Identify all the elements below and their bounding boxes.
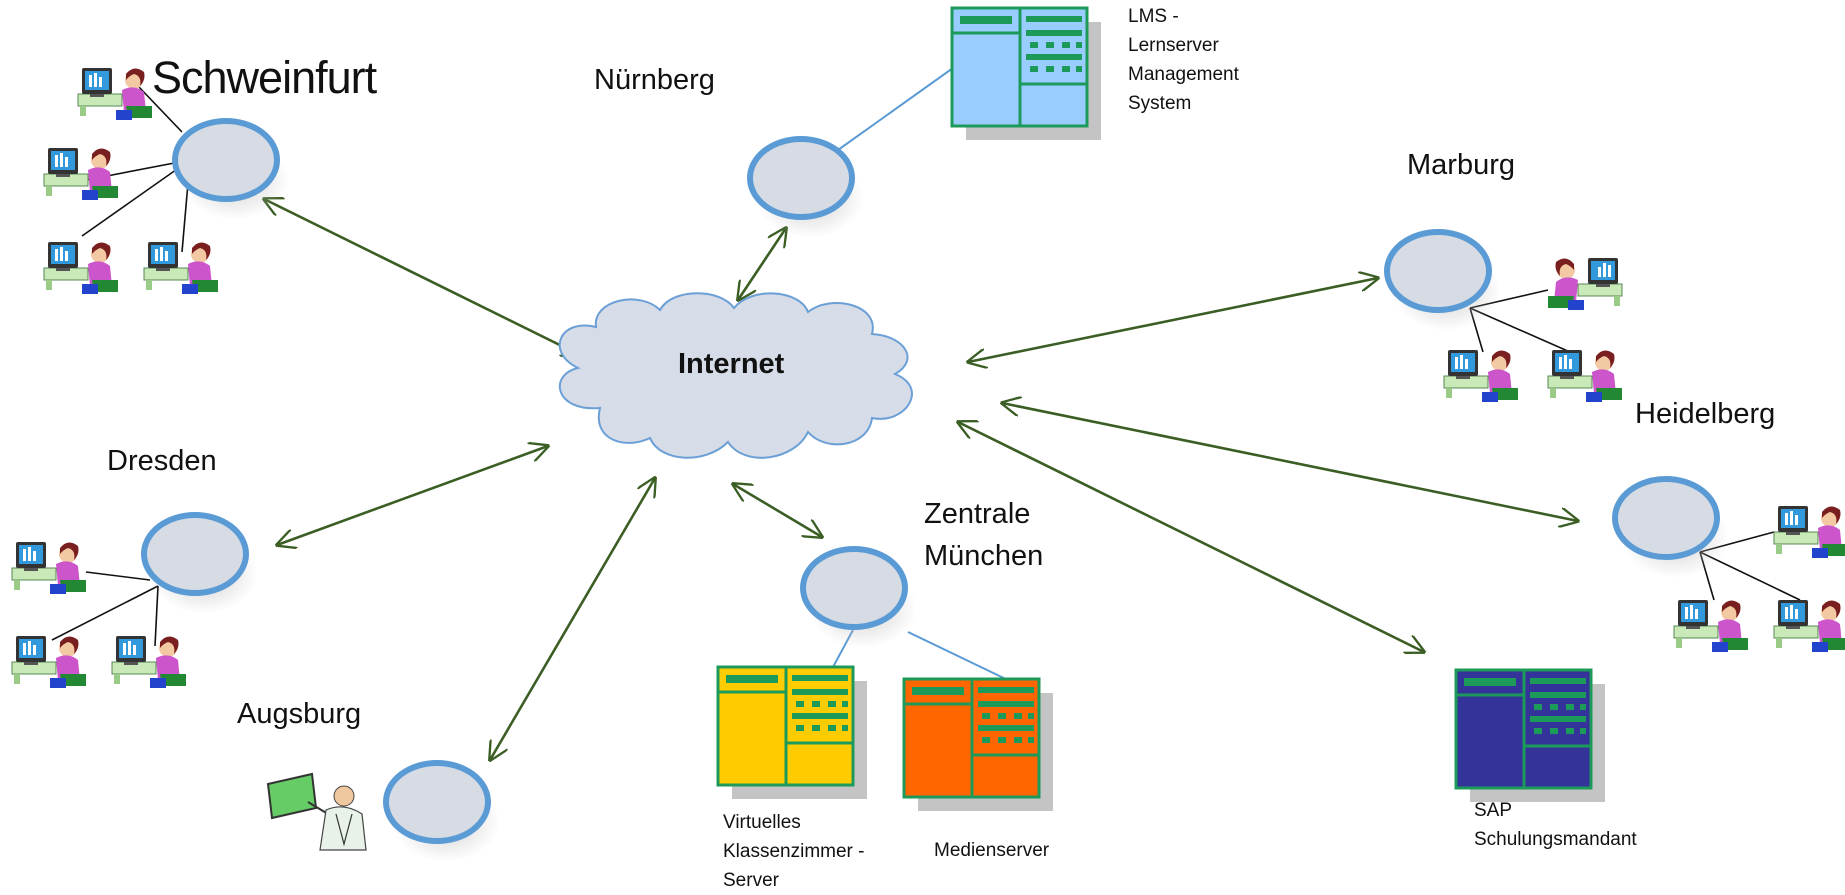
server-media (902, 677, 1053, 811)
user-at-computer-icon (11, 541, 87, 595)
city-label-zentrale: Zentrale München (924, 498, 1044, 572)
city-label-schweinfurt: Schweinfurt (152, 52, 377, 103)
user-at-computer-icon (1443, 349, 1519, 403)
user-at-computer-icon (77, 67, 153, 121)
user-at-computer-icon (1773, 505, 1845, 559)
user-at-computer-icon (111, 635, 187, 689)
user-at-computer-icon (1547, 349, 1623, 403)
user-at-computer-icon (143, 241, 219, 295)
city-label-heidelberg: Heidelberg (1635, 398, 1776, 430)
user-at-computer-icon (43, 147, 119, 201)
user-icons (11, 67, 1845, 689)
server-virtual-classroom (716, 665, 867, 799)
server-label-sap: SAP Schulungsmandant (1474, 800, 1637, 850)
server-lms (950, 6, 1101, 140)
user-at-computer-icon (1547, 257, 1623, 311)
server-label-lms: LMS - Lernserver Management System (1128, 6, 1239, 114)
internet-cloud (558, 292, 913, 459)
teacher-presenting-icon (266, 772, 367, 851)
server-label-virtual: Virtuelles Klassenzimmer - Server (723, 812, 865, 891)
city-label-marburg: Marburg (1407, 149, 1515, 181)
user-at-computer-icon (1673, 599, 1749, 653)
server-label-media: Medienserver (934, 840, 1050, 861)
server-sap (1454, 668, 1605, 802)
user-at-computer-icon (11, 635, 87, 689)
city-label-augsburg: Augsburg (237, 698, 362, 730)
node-ellipses (141, 118, 1729, 862)
city-label-dresden: Dresden (107, 445, 217, 477)
user-at-computer-icon (1773, 599, 1845, 653)
user-at-computer-icon (43, 241, 119, 295)
city-label-nuernberg: Nürnberg (594, 64, 715, 96)
cloud-label: Internet (678, 348, 785, 380)
